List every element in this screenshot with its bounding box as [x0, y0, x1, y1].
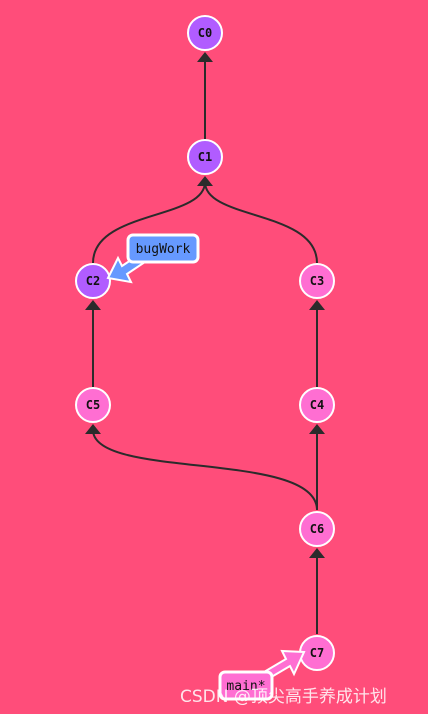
edge-c6-c5: [92, 429, 318, 511]
commit-label: C2: [86, 274, 100, 288]
edge-c2-c1: [92, 181, 206, 264]
commit-node-c3[interactable]: C3: [299, 263, 335, 299]
commit-label: C4: [310, 398, 324, 412]
branch-tag-bugwork[interactable]: bugWork: [106, 233, 200, 284]
commit-node-c4[interactable]: C4: [299, 387, 335, 423]
edge-c3-c1: [204, 181, 318, 264]
commit-label: C0: [198, 26, 212, 40]
commit-label: C7: [310, 646, 324, 660]
commit-label: C6: [310, 522, 324, 536]
commit-label: C5: [86, 398, 100, 412]
branch-tag-main[interactable]: main*: [218, 649, 306, 701]
commit-node-c1[interactable]: C1: [187, 139, 223, 175]
arrowhead-c1: [197, 176, 213, 186]
arrowhead-c4: [309, 424, 325, 434]
watermark: CSDN @顶尖高手养成计划: [180, 687, 387, 707]
commit-node-c0[interactable]: C0: [187, 15, 223, 51]
arrowhead-c5: [85, 424, 101, 434]
arrowhead-c0: [197, 52, 213, 62]
branch-label: main*: [226, 679, 265, 694]
commit-node-c7[interactable]: C7: [299, 635, 335, 671]
arrowhead-c6: [309, 548, 325, 558]
commit-label: C1: [198, 150, 212, 164]
arrowhead-c2: [85, 300, 101, 310]
commit-node-c6[interactable]: C6: [299, 511, 335, 547]
commit-node-c5[interactable]: C5: [75, 387, 111, 423]
edges: [85, 52, 325, 634]
commit-label: C3: [310, 274, 324, 288]
commit-node-c2[interactable]: C2: [75, 263, 111, 299]
branch-label: bugWork: [136, 242, 191, 257]
arrowhead-c3: [309, 300, 325, 310]
